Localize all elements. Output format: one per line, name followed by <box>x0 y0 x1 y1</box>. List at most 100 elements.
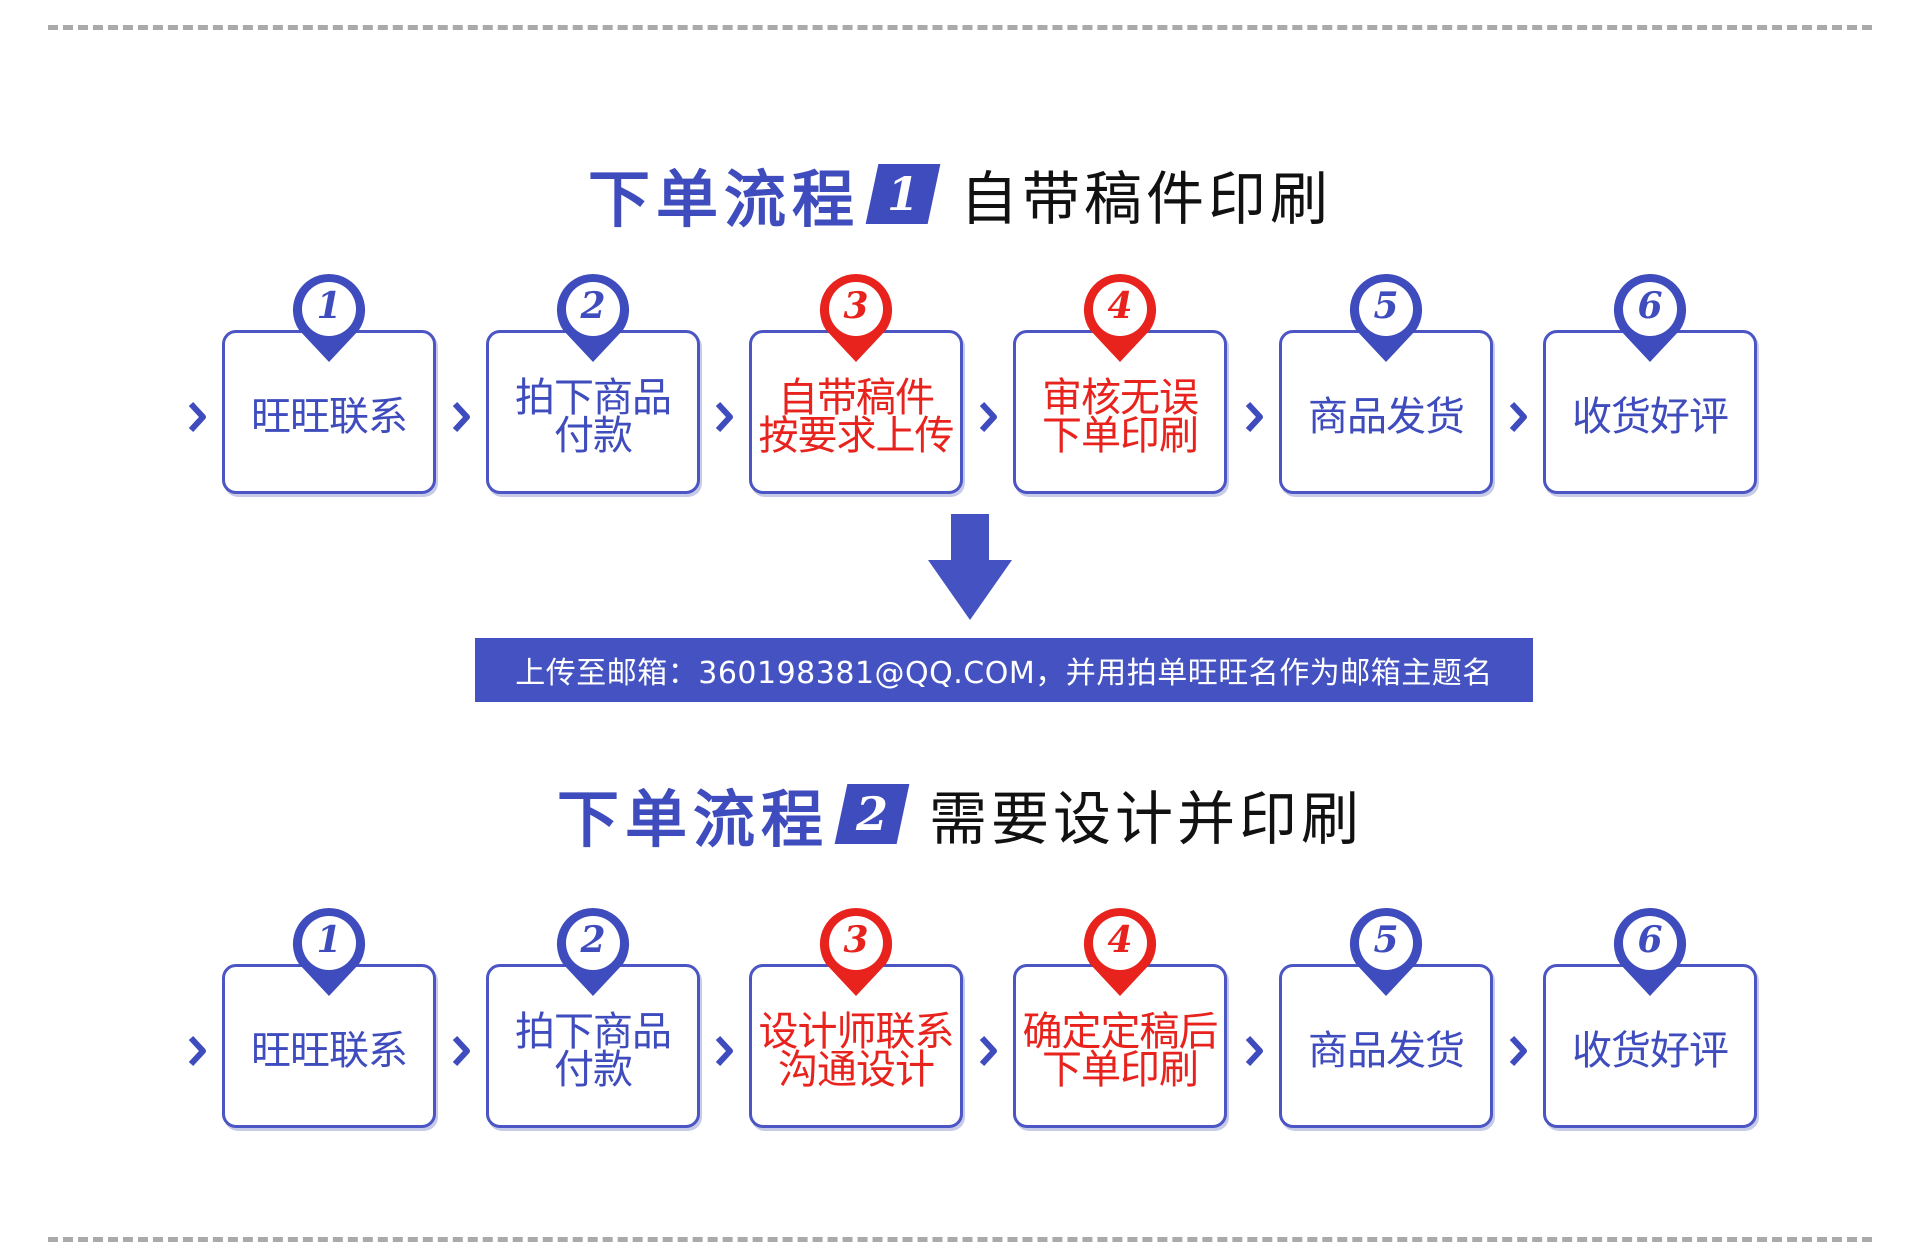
step-label-line: 设计师联系 <box>758 1009 955 1055</box>
step-label: 自带稿件按要求上传 <box>758 369 955 459</box>
step-3: 设计师联系沟通设计 3 <box>749 906 963 1136</box>
step-number-pin-icon: 2 <box>553 272 633 364</box>
step-label-line: 旺旺联系 <box>251 1028 408 1074</box>
flow1-heading: 下单流程 1 自带稿件印刷 <box>0 139 1920 249</box>
chevron-right-icon <box>188 1035 206 1067</box>
step-number-pin-icon: 3 <box>816 272 896 364</box>
step-number: 4 <box>1107 919 1133 961</box>
step-label: 收货好评 <box>1572 388 1729 440</box>
step-label-line: 拍下商品 <box>515 1009 672 1055</box>
step-box: 收货好评 <box>1543 330 1757 494</box>
step-number: 3 <box>843 285 869 327</box>
step-label-line: 收货好评 <box>1572 394 1729 440</box>
flow1-badge-number: 1 <box>886 167 919 221</box>
step-box: 设计师联系沟通设计 <box>749 964 963 1128</box>
chevron-right-icon <box>1245 1035 1263 1067</box>
step-1: 旺旺联系 1 <box>222 272 436 502</box>
step-label: 商品发货 <box>1308 1022 1465 1074</box>
flow1-subtitle: 自带稿件印刷 <box>960 165 1333 233</box>
step-5: 商品发货 5 <box>1279 272 1493 502</box>
step-6: 收货好评 6 <box>1543 272 1757 502</box>
step-label: 旺旺联系 <box>251 1022 408 1074</box>
chevron-right-icon <box>188 401 206 433</box>
step-number: 5 <box>1373 919 1399 961</box>
step-number-pin-icon: 6 <box>1610 272 1690 364</box>
step-1: 旺旺联系 1 <box>222 906 436 1136</box>
step-label-line: 确定定稿后 <box>1022 1009 1219 1055</box>
step-label-line: 下单印刷 <box>1042 1047 1199 1093</box>
step-label: 确定定稿后下单印刷 <box>1022 1003 1219 1093</box>
step-number-pin-icon: 4 <box>1080 906 1160 998</box>
step-number: 6 <box>1637 919 1663 961</box>
step-6: 收货好评 6 <box>1543 906 1757 1136</box>
step-label-line: 沟通设计 <box>778 1047 935 1093</box>
step-label-line: 下单印刷 <box>1042 413 1199 459</box>
step-label: 审核无误下单印刷 <box>1042 369 1199 459</box>
step-label-line: 按要求上传 <box>758 413 955 459</box>
step-5: 商品发货 5 <box>1279 906 1493 1136</box>
step-label-line: 商品发货 <box>1308 1028 1465 1074</box>
chevron-right-icon <box>979 401 997 433</box>
flow2-badge-number: 2 <box>855 787 888 841</box>
step-number: 1 <box>316 919 342 961</box>
down-arrow-icon <box>928 514 1012 620</box>
step-label: 拍下商品付款 <box>515 369 672 459</box>
step-label: 商品发货 <box>1308 388 1465 440</box>
step-label-line: 付款 <box>554 1047 633 1093</box>
step-label-line: 付款 <box>554 413 633 459</box>
step-number: 4 <box>1107 285 1133 327</box>
step-number: 6 <box>1637 285 1663 327</box>
flow2-heading: 下单流程 2 需要设计并印刷 <box>0 759 1920 869</box>
bottom-dashed-divider <box>48 1237 1872 1242</box>
step-number-pin-icon: 2 <box>553 906 633 998</box>
step-box: 确定定稿后下单印刷 <box>1013 964 1227 1128</box>
step-label-line: 审核无误 <box>1042 375 1199 421</box>
flow2-steps: 旺旺联系 1 拍下商品付款 2 设计师联系沟通设计 3 确定定稿后下单印刷 4 商品发货 5 收货好… <box>0 906 1920 1136</box>
chevron-right-icon <box>1509 1035 1527 1067</box>
step-number-pin-icon: 5 <box>1346 272 1426 364</box>
step-label: 收货好评 <box>1572 1022 1729 1074</box>
step-number: 3 <box>843 919 869 961</box>
step-label-line: 商品发货 <box>1308 394 1465 440</box>
step-number-pin-icon: 1 <box>289 272 369 364</box>
chevron-right-icon <box>715 1035 733 1067</box>
step-number: 2 <box>580 919 606 961</box>
flow2-number-badge: 2 <box>834 784 910 844</box>
step-box: 审核无误下单印刷 <box>1013 330 1227 494</box>
step-2: 拍下商品付款 2 <box>486 272 700 502</box>
chevron-right-icon <box>1245 401 1263 433</box>
step-label: 拍下商品付款 <box>515 1003 672 1093</box>
step-4: 审核无误下单印刷 4 <box>1013 272 1227 502</box>
step-label: 旺旺联系 <box>251 388 408 440</box>
email-instruction-banner: 上传至邮箱：360198381@QQ.COM，并用拍单旺旺名作为邮箱主题名 <box>475 638 1533 702</box>
flow1-title: 下单流程 <box>587 163 860 236</box>
step-number-pin-icon: 5 <box>1346 906 1426 998</box>
step-box: 自带稿件按要求上传 <box>749 330 963 494</box>
chevron-right-icon <box>452 401 470 433</box>
step-number-pin-icon: 4 <box>1080 272 1160 364</box>
chevron-right-icon <box>452 1035 470 1067</box>
step-label-line: 拍下商品 <box>515 375 672 421</box>
chevron-right-icon <box>715 401 733 433</box>
step-label: 设计师联系沟通设计 <box>758 1003 955 1093</box>
flow1-number-badge: 1 <box>865 164 941 224</box>
step-4: 确定定稿后下单印刷 4 <box>1013 906 1227 1136</box>
chevron-right-icon <box>1509 401 1527 433</box>
step-label-line: 自带稿件 <box>778 375 935 421</box>
flow2-title: 下单流程 <box>556 783 829 856</box>
step-number: 1 <box>316 285 342 327</box>
step-number-pin-icon: 3 <box>816 906 896 998</box>
step-box: 收货好评 <box>1543 964 1757 1128</box>
step-2: 拍下商品付款 2 <box>486 906 700 1136</box>
step-box: 商品发货 <box>1279 330 1493 494</box>
flow2-subtitle: 需要设计并印刷 <box>929 785 1364 853</box>
flow1-steps: 旺旺联系 1 拍下商品付款 2 自带稿件按要求上传 3 审核无误下单印刷 4 商品发货 5 收货好评… <box>0 272 1920 502</box>
step-3: 自带稿件按要求上传 3 <box>749 272 963 502</box>
step-label-line: 收货好评 <box>1572 1028 1729 1074</box>
step-number: 5 <box>1373 285 1399 327</box>
step-number: 2 <box>580 285 606 327</box>
step-number-pin-icon: 1 <box>289 906 369 998</box>
step-label-line: 旺旺联系 <box>251 394 408 440</box>
step-number-pin-icon: 6 <box>1610 906 1690 998</box>
top-dashed-divider <box>48 25 1872 30</box>
